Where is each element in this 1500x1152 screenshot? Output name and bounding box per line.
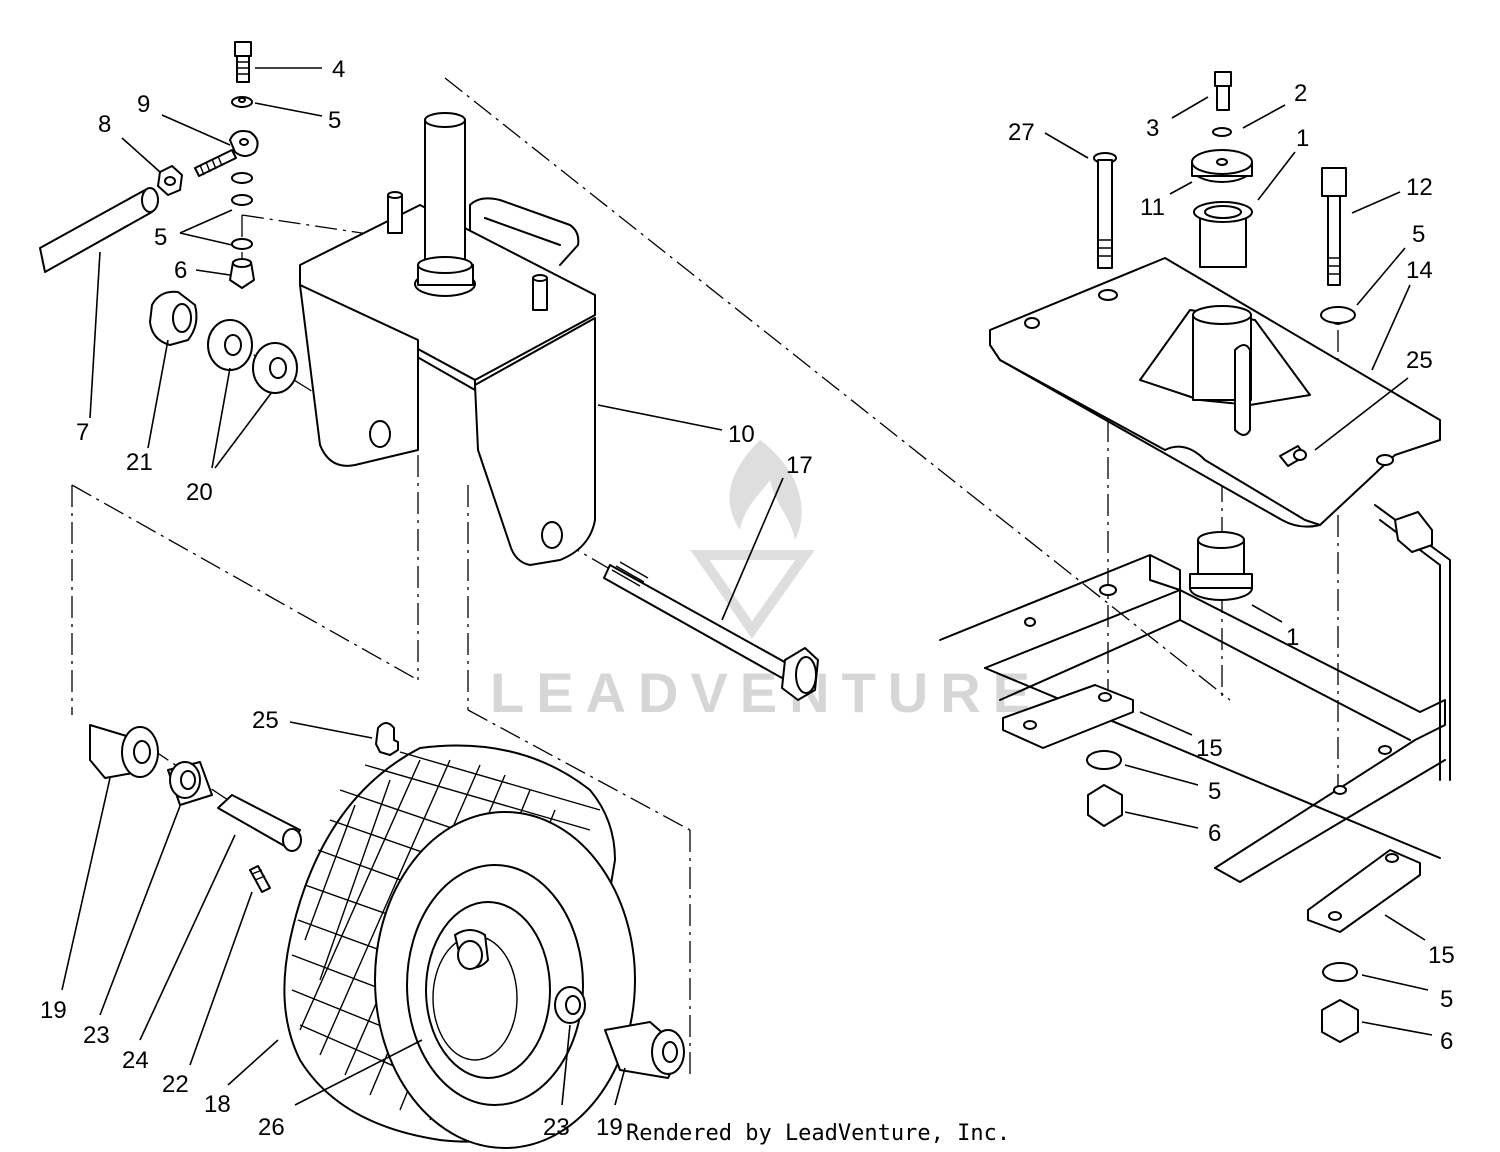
leader-lines <box>61 67 1433 1106</box>
callout-8: 8 <box>98 111 111 138</box>
callout-5: 5 <box>328 107 341 134</box>
callout-12: 12 <box>1406 174 1433 201</box>
pivot-tube <box>1139 305 1311 436</box>
callout-15: 15 <box>1196 735 1223 762</box>
callout-27: 27 <box>1008 119 1035 146</box>
callout-7: 7 <box>76 419 89 446</box>
callout-1: 1 <box>1286 624 1299 651</box>
axle-bolt <box>603 561 819 701</box>
callout-9: 9 <box>137 91 150 118</box>
hardware-stack-left <box>157 41 259 289</box>
right-bolts <box>1093 152 1356 467</box>
callout-19: 19 <box>40 997 67 1024</box>
callout-5: 5 <box>1208 778 1221 805</box>
bearing-bottom <box>1189 531 1253 601</box>
callout-6: 6 <box>174 257 187 284</box>
tie-rod <box>39 187 159 273</box>
caster-wheel <box>283 744 636 1149</box>
callout-20: 20 <box>186 479 213 506</box>
callout-19: 19 <box>596 1114 623 1141</box>
frame-rails <box>939 504 1451 883</box>
callout-2: 2 <box>1294 80 1307 107</box>
watermark: LEADVENTURE <box>490 440 1042 724</box>
assembly-lines <box>71 77 1339 1075</box>
callout-23: 23 <box>543 1114 570 1141</box>
callout-1: 1 <box>1296 125 1309 152</box>
callout-25: 25 <box>1406 347 1433 374</box>
callouts: 4 5 9 8 5 6 7 21 20 10 17 25 19 23 24 22… <box>40 56 1455 1141</box>
callout-25: 25 <box>252 707 279 734</box>
grease-fitting-wheel <box>375 722 399 756</box>
watermark-logo-icon <box>690 440 815 639</box>
callout-5: 5 <box>154 224 167 251</box>
callout-24: 24 <box>122 1047 149 1074</box>
callout-21: 21 <box>126 449 153 476</box>
callout-10: 10 <box>728 421 755 448</box>
callout-14: 14 <box>1406 257 1433 284</box>
axle-spacers-right <box>554 986 685 1079</box>
callout-4: 4 <box>332 56 345 83</box>
callout-3: 3 <box>1146 115 1159 142</box>
bearing-top <box>1191 71 1253 268</box>
right-nuts <box>1086 511 1433 1043</box>
callout-5: 5 <box>1440 986 1453 1013</box>
clamp-plates <box>1002 684 1421 933</box>
render-credit: Rendered by LeadVenture, Inc. <box>626 1121 1010 1146</box>
axle-spacers-left <box>89 724 302 893</box>
pivot-hardware <box>149 290 298 394</box>
callout-23: 23 <box>83 1022 110 1049</box>
callout-6: 6 <box>1208 820 1221 847</box>
callout-15: 15 <box>1428 942 1455 969</box>
callout-6: 6 <box>1440 1028 1453 1055</box>
callout-26: 26 <box>258 1114 285 1141</box>
callout-17: 17 <box>786 452 813 479</box>
callout-18: 18 <box>204 1091 231 1118</box>
callout-22: 22 <box>162 1071 189 1098</box>
callout-5: 5 <box>1412 221 1425 248</box>
callout-11: 11 <box>1140 194 1165 221</box>
watermark-text: LEADVENTURE <box>490 661 1042 724</box>
fork-spindle <box>414 112 476 297</box>
